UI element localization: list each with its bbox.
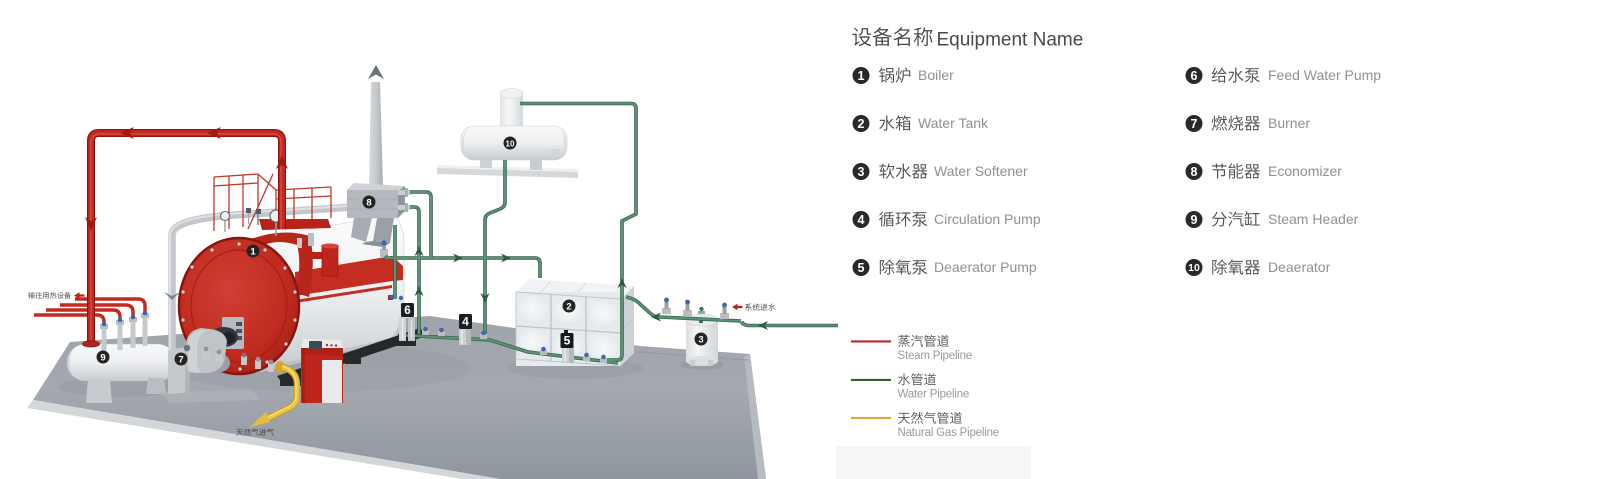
svg-text:7: 7 bbox=[1191, 117, 1198, 131]
svg-text:Circulation Pump: Circulation Pump bbox=[934, 211, 1041, 227]
svg-text:Natural Gas Pipeline: Natural Gas Pipeline bbox=[898, 427, 999, 439]
svg-text:8: 8 bbox=[366, 198, 371, 209]
svg-text:Steam Header: Steam Header bbox=[1268, 211, 1359, 227]
svg-text:9: 9 bbox=[1191, 213, 1198, 227]
svg-text:Feed Water Pump: Feed Water Pump bbox=[1268, 67, 1381, 83]
svg-text:Water Pipeline: Water Pipeline bbox=[898, 388, 970, 400]
svg-text:10: 10 bbox=[506, 140, 515, 149]
svg-text:4: 4 bbox=[462, 315, 469, 329]
svg-text:5: 5 bbox=[564, 334, 571, 348]
svg-text:5: 5 bbox=[858, 261, 865, 275]
svg-text:8: 8 bbox=[1191, 165, 1198, 179]
svg-text:Water Tank: Water Tank bbox=[918, 115, 989, 131]
svg-text:2: 2 bbox=[566, 302, 571, 313]
svg-text:Deaerator Pump: Deaerator Pump bbox=[934, 259, 1037, 275]
svg-text:Steam Pipeline: Steam Pipeline bbox=[898, 350, 973, 362]
svg-text:9: 9 bbox=[100, 353, 105, 364]
svg-text:Equipment Name: Equipment Name bbox=[937, 29, 1084, 50]
svg-text:7: 7 bbox=[178, 355, 183, 366]
svg-text:Deaerator: Deaerator bbox=[1268, 259, 1331, 275]
svg-text:3: 3 bbox=[698, 335, 703, 346]
svg-text:Boiler: Boiler bbox=[918, 67, 954, 83]
svg-text:Burner: Burner bbox=[1268, 115, 1310, 131]
svg-text:6: 6 bbox=[404, 305, 410, 317]
svg-text:Water Softener: Water Softener bbox=[934, 163, 1028, 179]
svg-text:1: 1 bbox=[858, 69, 865, 83]
svg-text:6: 6 bbox=[1191, 69, 1198, 83]
svg-text:1: 1 bbox=[250, 247, 256, 258]
svg-text:4: 4 bbox=[858, 213, 865, 227]
svg-text:2: 2 bbox=[858, 117, 865, 131]
svg-text:3: 3 bbox=[858, 165, 865, 179]
svg-text:Economizer: Economizer bbox=[1268, 163, 1342, 179]
svg-text:10: 10 bbox=[1188, 262, 1200, 274]
